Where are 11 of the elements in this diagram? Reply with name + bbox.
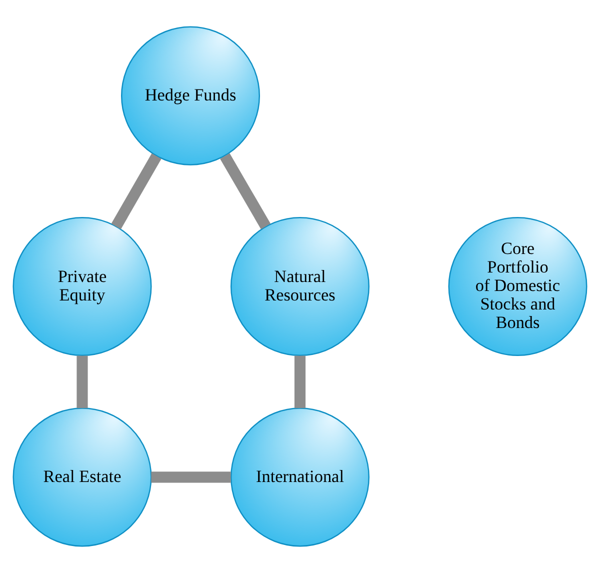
node-circle: Natural Resources <box>230 216 370 356</box>
node-circle: Core Portfolio of Domestic Stocks and Bonds <box>448 216 588 356</box>
connector <box>220 152 271 229</box>
node-circle: Real Estate <box>12 407 152 546</box>
connector <box>294 355 306 408</box>
connector <box>151 471 231 482</box>
node-circle: International <box>230 407 370 546</box>
node-circle: Private Equity <box>12 216 152 356</box>
connector <box>111 152 162 229</box>
node-circle: Hedge Funds <box>121 26 260 165</box>
connector <box>76 355 88 408</box>
